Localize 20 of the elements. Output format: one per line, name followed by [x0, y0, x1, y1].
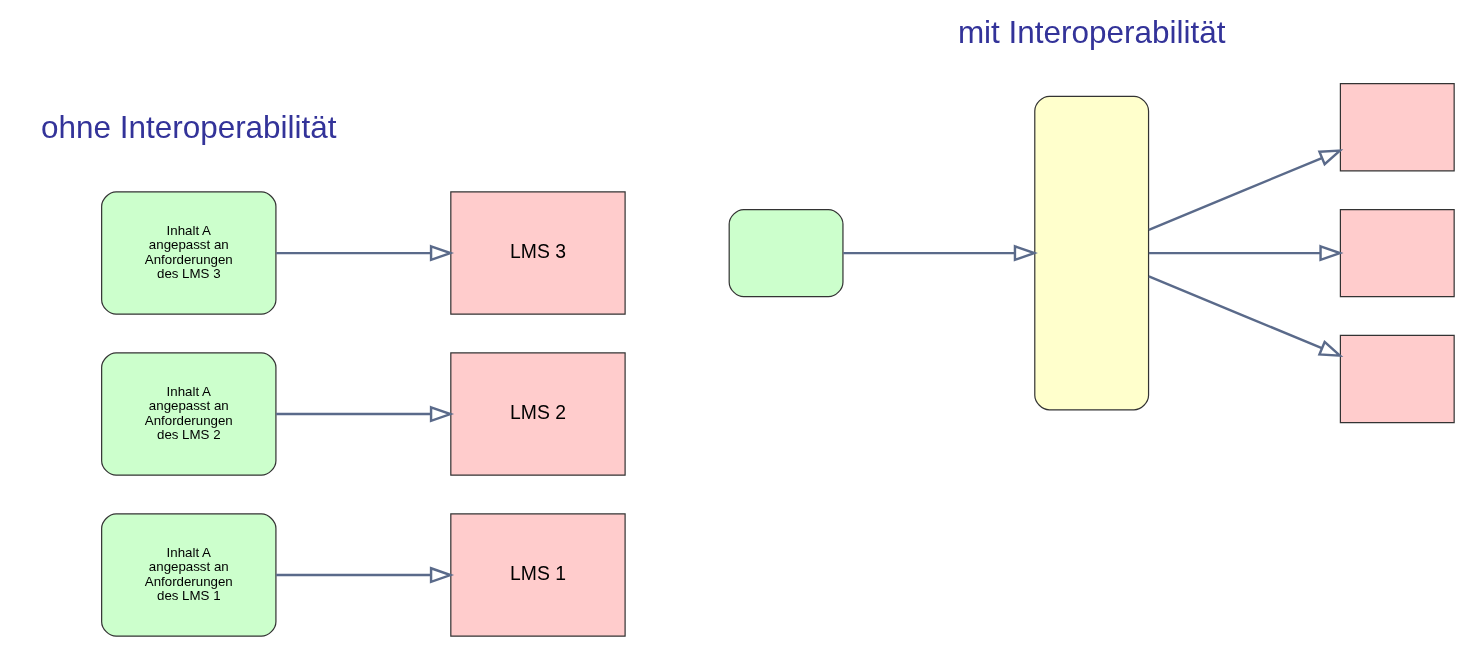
node-box: Inhalt A angepasst an Anforderungen des LMS 3 [100, 191, 277, 315]
node-box: LMS 1 [449, 513, 626, 637]
arrow [1147, 275, 1343, 358]
arrow [1147, 149, 1343, 231]
arrow [275, 405, 454, 423]
node-box [1339, 83, 1455, 172]
node-box: LMS 2 [449, 352, 626, 476]
arrow [275, 566, 454, 584]
node-box: Inhalt A angepasst an Anforderungen des LMS 1 [100, 513, 277, 637]
node-box [1339, 208, 1455, 298]
node-box: LMS 3 [449, 191, 626, 315]
node-box [1033, 95, 1149, 411]
arrow [275, 244, 454, 262]
label: ohne Interoperabilität [40, 110, 337, 146]
node-box [728, 208, 844, 298]
label: mit Interoperabilität [957, 14, 1225, 50]
arrow [842, 244, 1038, 262]
node-box: Inhalt A angepasst an Anforderungen des LMS 2 [100, 352, 277, 476]
node-box [1339, 334, 1455, 424]
arrow [1148, 244, 1344, 262]
